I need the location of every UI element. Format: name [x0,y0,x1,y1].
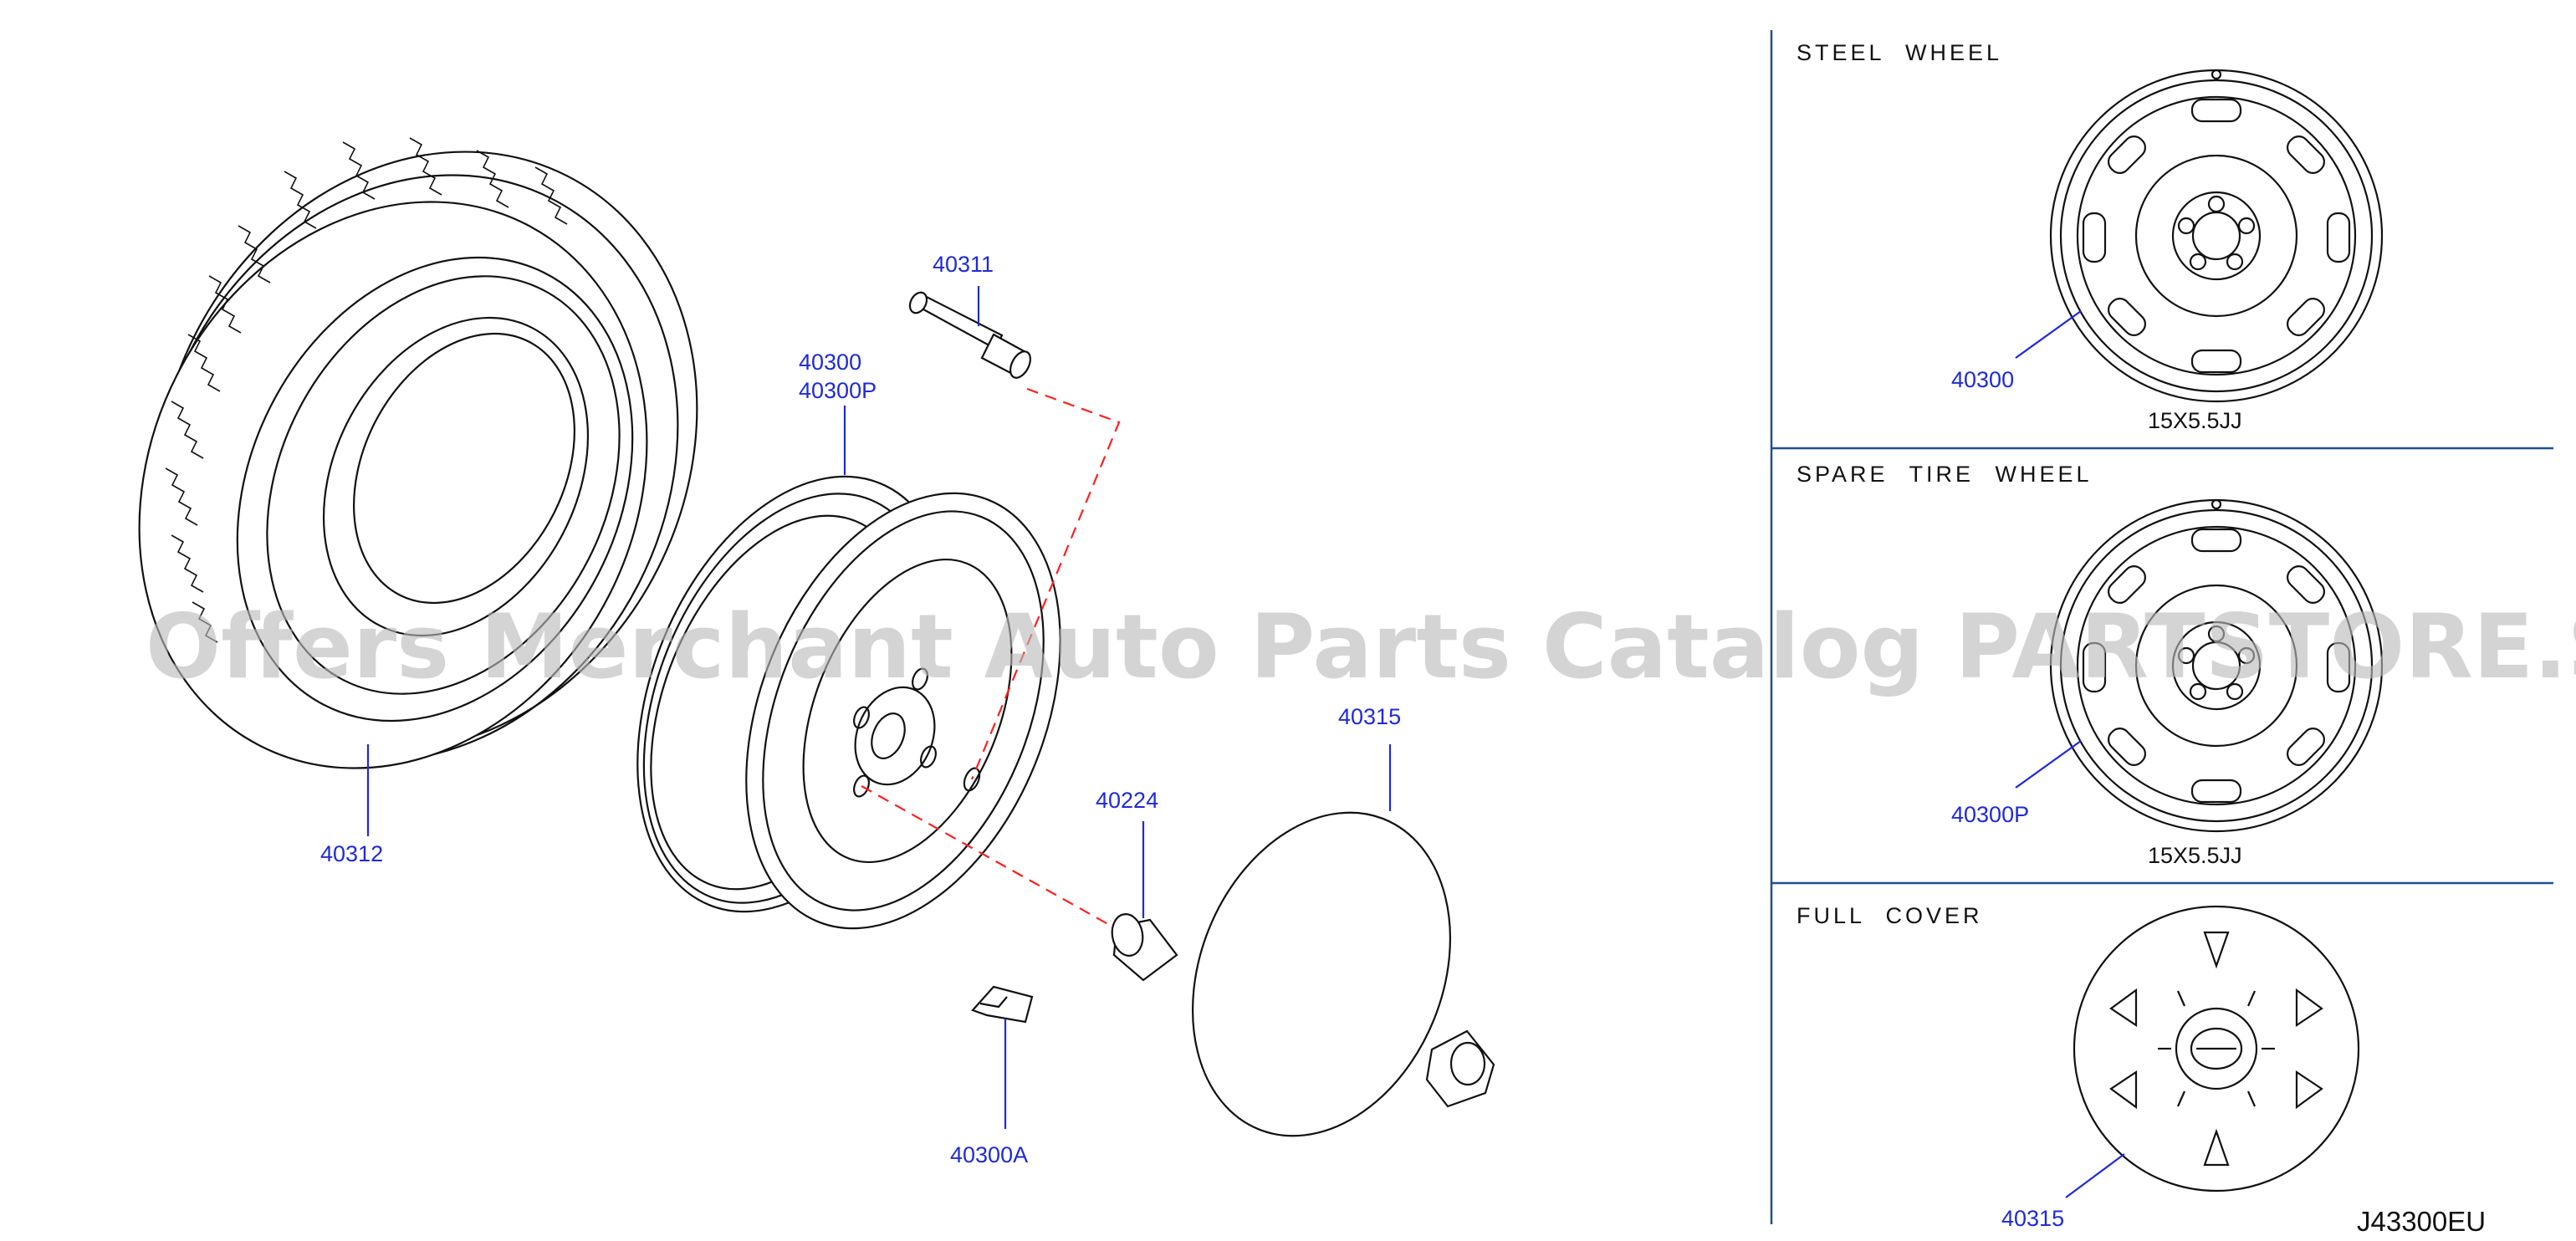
spare-wheel-leader [2015,740,2082,789]
nut-assembly-line [861,785,1113,927]
wheel-drawing [636,475,1061,930]
steel-wheel-lug-holes [2177,195,2256,271]
full-cover-title: FULL COVER [1797,903,1983,928]
valve-drawing [908,291,1032,379]
steel-wheel-leader [2015,310,2082,359]
spare-wheel-part-number[interactable]: 40300P [1951,802,2029,827]
spare-wheel-vents [2082,528,2351,804]
valve-part-number[interactable]: 40311 [933,252,994,277]
full-cover-slots [2158,990,2275,1107]
tire-part-number[interactable]: 40312 [320,841,383,866]
spare-wheel-drawing [2049,498,2384,833]
wheel-p-part-number[interactable]: 40300P [799,378,877,403]
nut-part-number[interactable]: 40224 [1096,788,1158,813]
cover-part-number[interactable]: 40315 [1338,704,1401,729]
full-cover-triangles [2109,931,2323,1167]
weight-part-number[interactable]: 40300A [950,1142,1028,1167]
steel-wheel-part-number[interactable]: 40300 [1951,367,2014,392]
valve-assembly-line [970,387,1121,780]
nut-drawing [1111,913,1178,982]
wheel-cover-drawing [1191,811,1495,1137]
steel-wheel-size: 15X5.5JJ [2148,408,2242,433]
steel-wheel-drawing [2049,69,2384,403]
balance-weight-drawing [971,985,1034,1024]
steel-wheel-vents [2082,98,2351,374]
full-cover-part-number[interactable]: 40315 [2001,1206,2064,1231]
diagram-code: J43300EU [2357,1206,2486,1237]
spare-wheel-lug-holes [2177,625,2256,701]
tire-drawing [138,137,698,769]
watermark: Offers Merchant Auto Parts Catalog PARTS… [146,595,2576,698]
full-cover-leader [2065,1153,2125,1198]
full-cover-drawing [2073,905,2360,1192]
spare-wheel-title: SPARE TIRE WHEEL [1797,462,2093,487]
steel-wheel-title: STEEL WHEEL [1797,40,2002,65]
wheel-part-number[interactable]: 40300 [799,350,861,375]
spare-wheel-size: 15X5.5JJ [2148,843,2242,868]
